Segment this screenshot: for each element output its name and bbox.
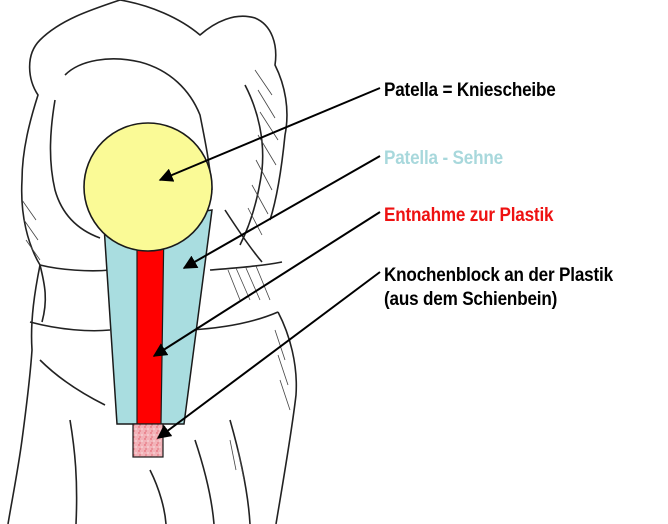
patella — [84, 123, 212, 251]
label-entnahme: Entnahme zur Plastik — [384, 204, 553, 228]
label-patella-sehne: Patella - Sehne — [384, 147, 503, 171]
leader-sehne — [184, 156, 380, 268]
label-knochenblock-line2: (aus dem Schienbein) — [384, 288, 557, 312]
label-patella: Patella = Kniescheibe — [384, 79, 556, 103]
label-knochenblock-line1: Knochenblock an der Plastik — [384, 264, 613, 288]
bone-block — [133, 424, 163, 457]
graft-strip — [137, 224, 164, 424]
